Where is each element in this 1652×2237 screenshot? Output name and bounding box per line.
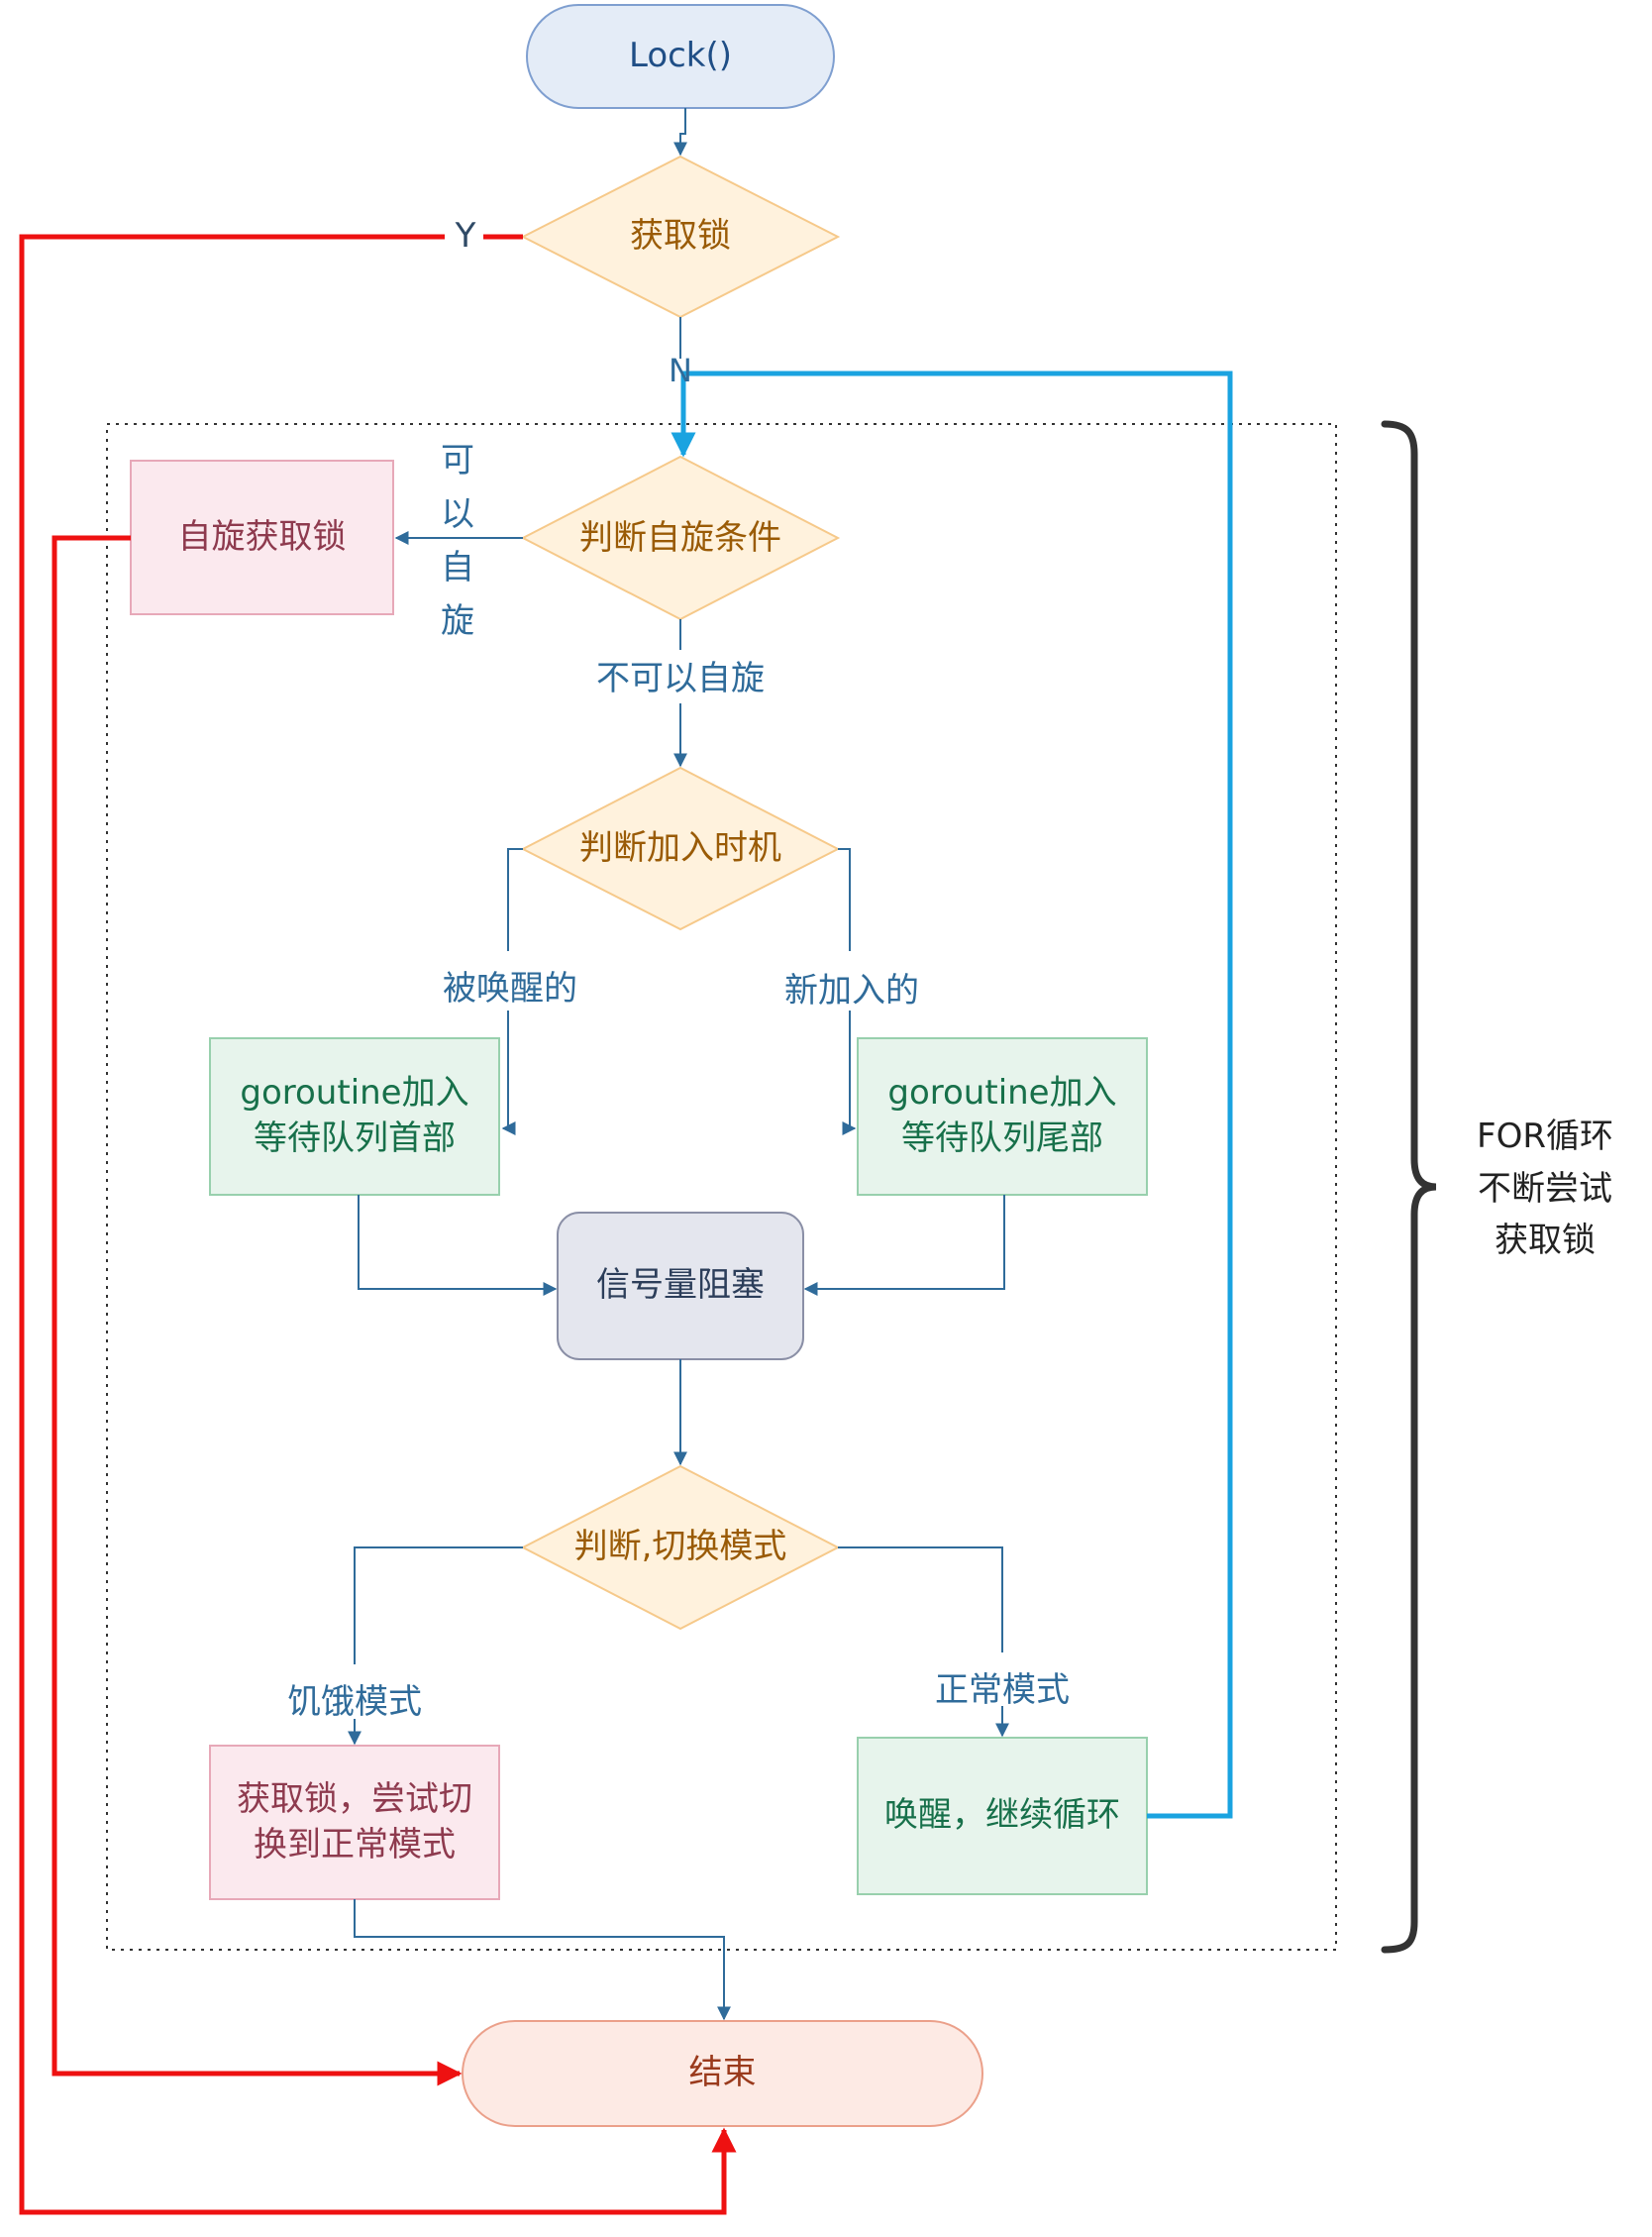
- no-label: N: [669, 352, 692, 389]
- queue-head-shape: [209, 1037, 500, 1196]
- cannot-spin-label: 不可以自旋: [596, 659, 765, 698]
- starving-action-line1: 获取锁，尝试切: [237, 1778, 472, 1819]
- edge-mode-to-starving: [354, 1546, 523, 1664]
- queue-tail-line1: goroutine加入: [887, 1073, 1117, 1114]
- queue-head-line1: goroutine加入: [240, 1073, 469, 1114]
- yes-label: Y: [455, 216, 476, 256]
- edge-queue-tail-to-semaphore: [803, 1195, 1005, 1296]
- normal-action-label: 唤醒，继续循环: [884, 1795, 1120, 1836]
- starving-action-shape: [209, 1745, 500, 1900]
- start-shape: [526, 4, 835, 109]
- semaphore-node: 信号量阻塞: [558, 1213, 803, 1359]
- edge-join-to-queue-tail-arrow: [842, 1011, 857, 1135]
- semaphore-label: 信号量阻塞: [596, 1265, 765, 1306]
- mode-check-diamond-shape: [520, 1464, 841, 1631]
- edge-starving-to-end: [354, 1899, 731, 2021]
- woken-label: 被唤醒的: [443, 969, 577, 1009]
- new-join-label: 新加入的: [784, 971, 919, 1011]
- edge-acquire-yes-to-end-main: [19, 234, 737, 2215]
- edge-join-to-queue-head: [507, 848, 523, 951]
- can-spin-char-2: 以: [441, 494, 474, 534]
- join-check-label: 判断加入时机: [579, 828, 781, 869]
- starving-action-line2: 换到正常模式: [254, 1824, 456, 1864]
- starving-action-node: 获取锁，尝试切 换到正常模式: [210, 1746, 499, 1899]
- queue-head-node: goroutine加入 等待队列首部: [210, 1038, 499, 1195]
- loop-note-line1: FOR循环: [1477, 1116, 1613, 1156]
- loop-note-line2: 不断尝试: [1478, 1168, 1612, 1209]
- edge-join-to-queue-head-arrow: [501, 1011, 516, 1135]
- queue-tail-node: goroutine加入 等待队列尾部: [858, 1038, 1147, 1195]
- loop-note: FOR循环 不断尝试 获取锁: [1441, 1108, 1649, 1270]
- spin-acquire-node: 自旋获取锁: [131, 461, 393, 614]
- can-spin-char-3: 自: [441, 548, 474, 587]
- edge-start-to-acquire: [673, 108, 687, 157]
- end-label: 结束: [688, 2053, 757, 2093]
- loop-brace: [1381, 420, 1437, 1954]
- mode-check-label: 判断,切换模式: [573, 1527, 787, 1567]
- edge-mode-to-normal: [838, 1546, 1003, 1652]
- normal-action-node: 唤醒，继续循环: [858, 1738, 1147, 1894]
- acquire-label: 获取锁: [630, 216, 731, 257]
- mode-check-decision: 判断,切换模式: [533, 1504, 828, 1591]
- start-label: Lock(): [628, 36, 733, 76]
- join-check-decision: 判断加入时机: [543, 805, 818, 893]
- spin-check-decision: 判断自旋条件: [543, 495, 818, 583]
- loop-note-line3: 获取锁: [1495, 1221, 1596, 1261]
- edge-spin-acquire-to-end: [52, 535, 463, 2086]
- join-check-diamond-shape: [520, 766, 841, 931]
- queue-head-line2: 等待队列首部: [254, 1118, 456, 1158]
- end-shape: [462, 2020, 983, 2127]
- queue-tail-shape: [857, 1037, 1148, 1196]
- edge-join-to-queue-tail: [838, 848, 851, 951]
- spin-check-label: 判断自旋条件: [579, 518, 781, 559]
- spin-acquire-label: 自旋获取锁: [177, 516, 347, 557]
- normal-label: 正常模式: [935, 1670, 1070, 1710]
- edge-normal-loop-back: [671, 371, 1233, 1819]
- acquire-decision: 获取锁: [553, 193, 808, 280]
- end-node: 结束: [463, 2021, 982, 2126]
- can-spin-char-4: 旋: [441, 601, 474, 641]
- edge-queue-head-to-semaphore: [358, 1195, 558, 1296]
- queue-tail-line2: 等待队列尾部: [901, 1118, 1103, 1158]
- starving-label: 饥饿模式: [287, 1682, 422, 1722]
- can-spin-char-1: 可: [441, 441, 474, 480]
- start-node: Lock(): [527, 5, 834, 108]
